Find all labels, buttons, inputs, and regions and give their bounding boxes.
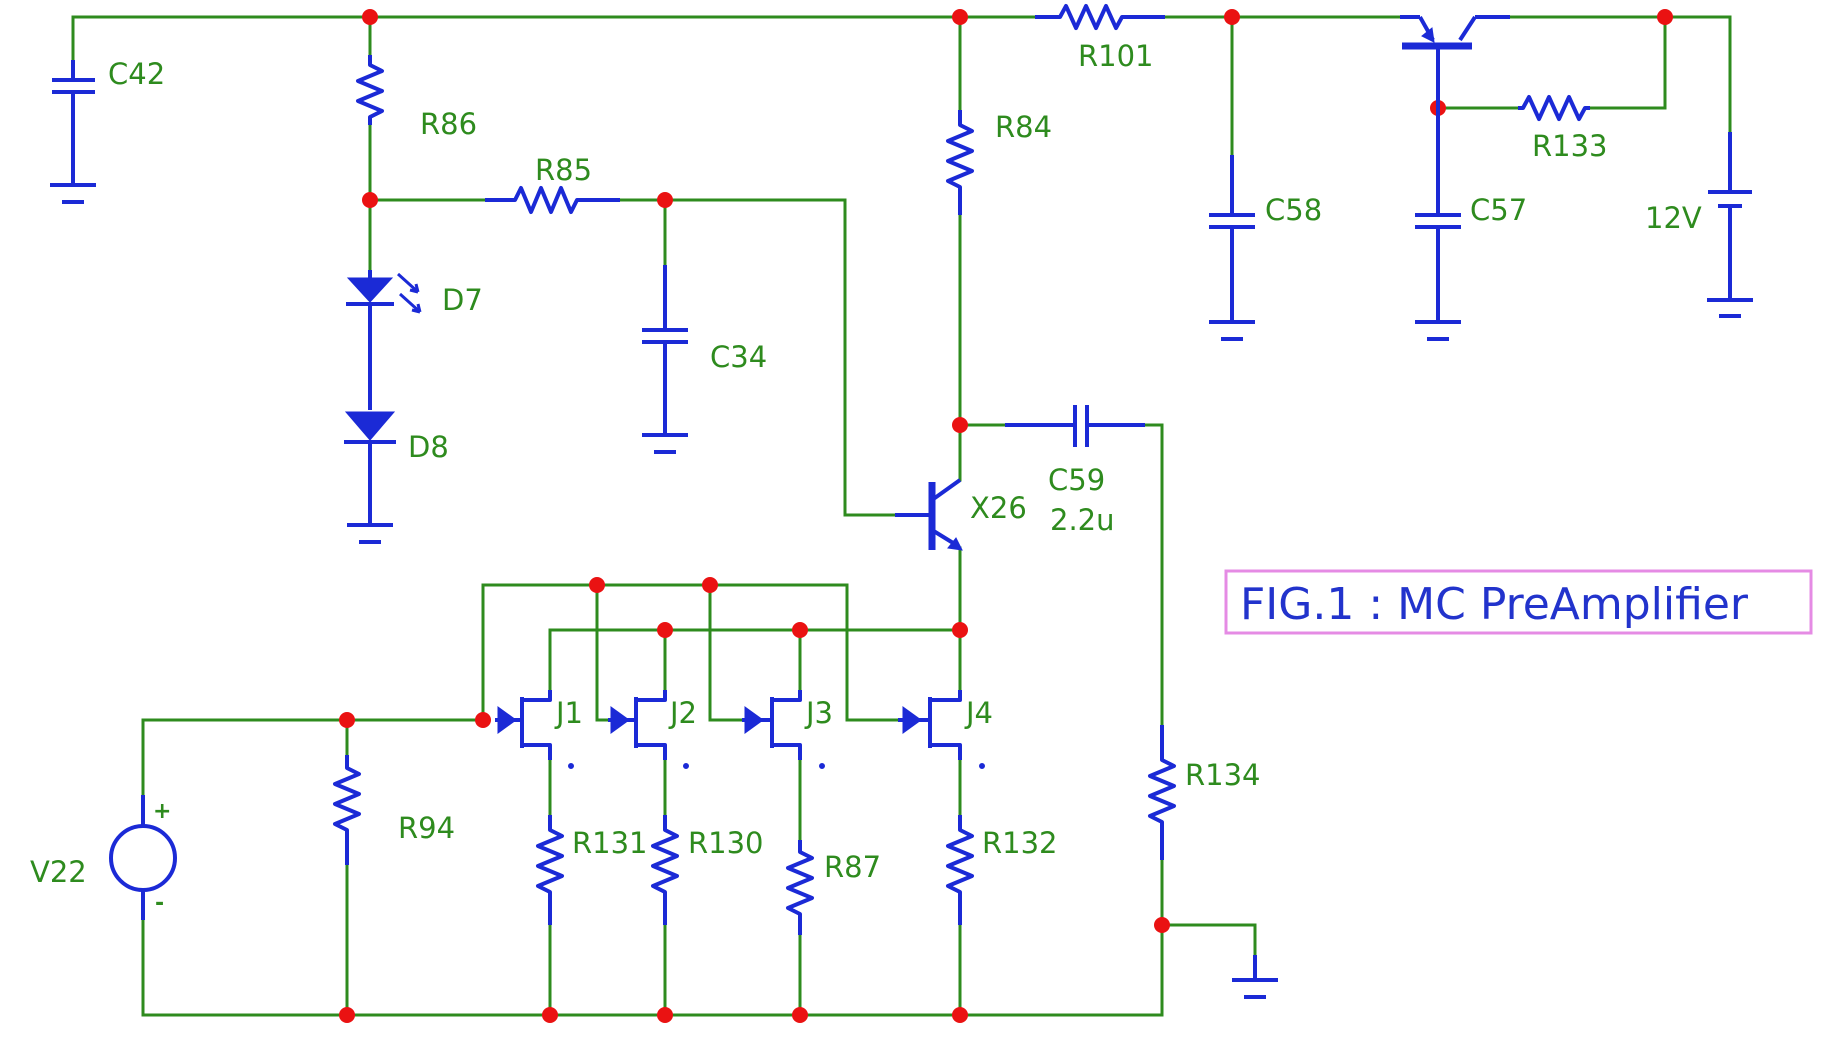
label-j4: J4 bbox=[964, 696, 993, 730]
capacitor-c34 bbox=[642, 265, 688, 435]
capacitor-c58 bbox=[1209, 155, 1255, 322]
ground-c34 bbox=[642, 433, 688, 454]
label-c57: C57 bbox=[1470, 193, 1527, 227]
resistor-r134 bbox=[1148, 725, 1176, 860]
resistor-r101 bbox=[1035, 4, 1165, 30]
junction-dot bbox=[792, 622, 808, 638]
junction-dot bbox=[339, 712, 355, 728]
label-v22-minus: - bbox=[155, 891, 164, 916]
capacitor-c57 bbox=[1415, 108, 1461, 322]
diode-d8 bbox=[344, 340, 396, 525]
label-j3: J3 bbox=[804, 696, 833, 730]
junction-dot bbox=[952, 417, 968, 433]
ground-c42 bbox=[50, 183, 96, 204]
jfet-j4 bbox=[898, 690, 985, 769]
label-j1: J1 bbox=[554, 696, 583, 730]
label-r94: R94 bbox=[398, 811, 455, 845]
resistor-r130 bbox=[651, 815, 679, 925]
resistor-r131 bbox=[536, 815, 564, 925]
junction-dot bbox=[702, 577, 718, 593]
labels: C42 R86 R85 D7 D8 C34 R84 R101 C58 C57 R… bbox=[30, 39, 1702, 916]
junction-dot bbox=[542, 1007, 558, 1023]
junction-dot bbox=[657, 622, 673, 638]
junction-dot bbox=[362, 9, 378, 25]
jfet-j1 bbox=[495, 690, 574, 769]
jfet-j2 bbox=[608, 690, 689, 769]
resistor-r85 bbox=[485, 186, 620, 214]
label-r133: R133 bbox=[1532, 129, 1608, 163]
junction-dot bbox=[1657, 9, 1673, 25]
junction-dot bbox=[952, 9, 968, 25]
junction-dot bbox=[657, 1007, 673, 1023]
ground-12v bbox=[1707, 298, 1753, 318]
junction-dot bbox=[952, 1007, 968, 1023]
label-d8: D8 bbox=[408, 430, 449, 464]
resistor-r133 bbox=[1518, 95, 1590, 121]
figure-title: FIG.1 : MC PreAmplifier bbox=[1224, 569, 1813, 635]
junction-dot bbox=[475, 712, 491, 728]
junction-dot bbox=[792, 1007, 808, 1023]
voltage-source-v22 bbox=[109, 795, 177, 920]
label-r86: R86 bbox=[420, 107, 477, 141]
resistor-r87 bbox=[786, 840, 814, 935]
junction-dot bbox=[657, 192, 673, 208]
label-c59-value: 2.2u bbox=[1050, 503, 1115, 537]
label-c59: C59 bbox=[1048, 463, 1105, 497]
jfet-j3 bbox=[742, 690, 825, 769]
capacitor-c59 bbox=[1005, 405, 1145, 447]
junction-dot bbox=[1154, 917, 1170, 933]
ground-c58 bbox=[1209, 320, 1255, 341]
label-c42: C42 bbox=[108, 57, 165, 91]
label-x26: X26 bbox=[970, 491, 1027, 525]
label-r130: R130 bbox=[688, 826, 764, 860]
battery-12v bbox=[1708, 132, 1752, 300]
label-v22: V22 bbox=[30, 855, 87, 889]
junction-dot bbox=[362, 192, 378, 208]
junction-dot bbox=[589, 577, 605, 593]
ground-r134 bbox=[1232, 955, 1278, 999]
label-c58: C58 bbox=[1265, 193, 1322, 227]
resistor-r86 bbox=[356, 55, 384, 125]
label-r101: R101 bbox=[1078, 39, 1154, 73]
label-r131: R131 bbox=[572, 826, 648, 860]
label-r132: R132 bbox=[982, 826, 1058, 860]
junction-dot bbox=[339, 1007, 355, 1023]
resistor-r84 bbox=[946, 110, 974, 215]
title-box bbox=[1224, 569, 1813, 635]
transistor-x26 bbox=[895, 478, 963, 551]
label-r134: R134 bbox=[1185, 758, 1261, 792]
label-r87: R87 bbox=[824, 850, 881, 884]
junction-dot bbox=[1224, 9, 1240, 25]
wiring bbox=[71, 15, 1732, 1017]
ground-c57 bbox=[1415, 320, 1461, 341]
label-j2: J2 bbox=[668, 696, 697, 730]
resistor-r94 bbox=[333, 755, 361, 865]
label-d7: D7 bbox=[442, 283, 483, 317]
junction-dot bbox=[952, 622, 968, 638]
label-r85: R85 bbox=[535, 153, 592, 187]
label-c34: C34 bbox=[710, 340, 767, 374]
resistor-r132 bbox=[946, 815, 974, 925]
transistor-regulator bbox=[1400, 15, 1510, 108]
label-r84: R84 bbox=[995, 110, 1052, 144]
capacitor-c42 bbox=[52, 60, 95, 185]
label-12v: 12V bbox=[1645, 201, 1702, 235]
title-text: FIG.1 : MC PreAmplifier bbox=[1240, 579, 1749, 630]
label-v22-plus: + bbox=[153, 799, 171, 824]
ground-d8 bbox=[347, 523, 393, 544]
led-d7 bbox=[346, 270, 422, 340]
